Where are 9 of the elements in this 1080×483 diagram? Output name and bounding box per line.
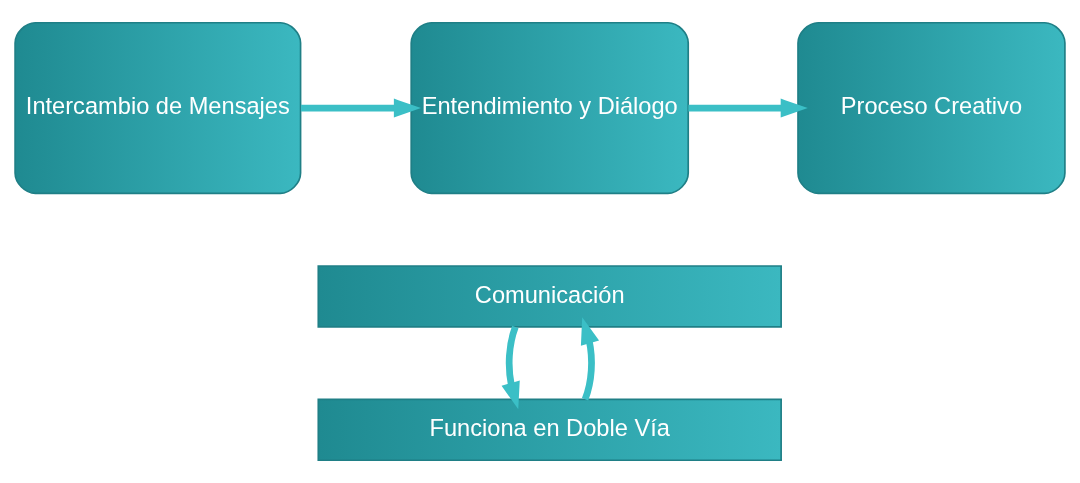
- arrow: [300, 98, 421, 118]
- node-box: Intercambio de Mensajes: [14, 21, 302, 195]
- node-box: Comunicación: [317, 265, 782, 328]
- arrow: [580, 317, 600, 401]
- arrow: [501, 325, 520, 410]
- node-box: Proceso Creativo: [797, 21, 1066, 195]
- node-box: Funciona en Doble Vía: [317, 398, 782, 462]
- node-box: Entendimiento y Diálogo: [410, 21, 690, 195]
- arrow: [688, 98, 808, 118]
